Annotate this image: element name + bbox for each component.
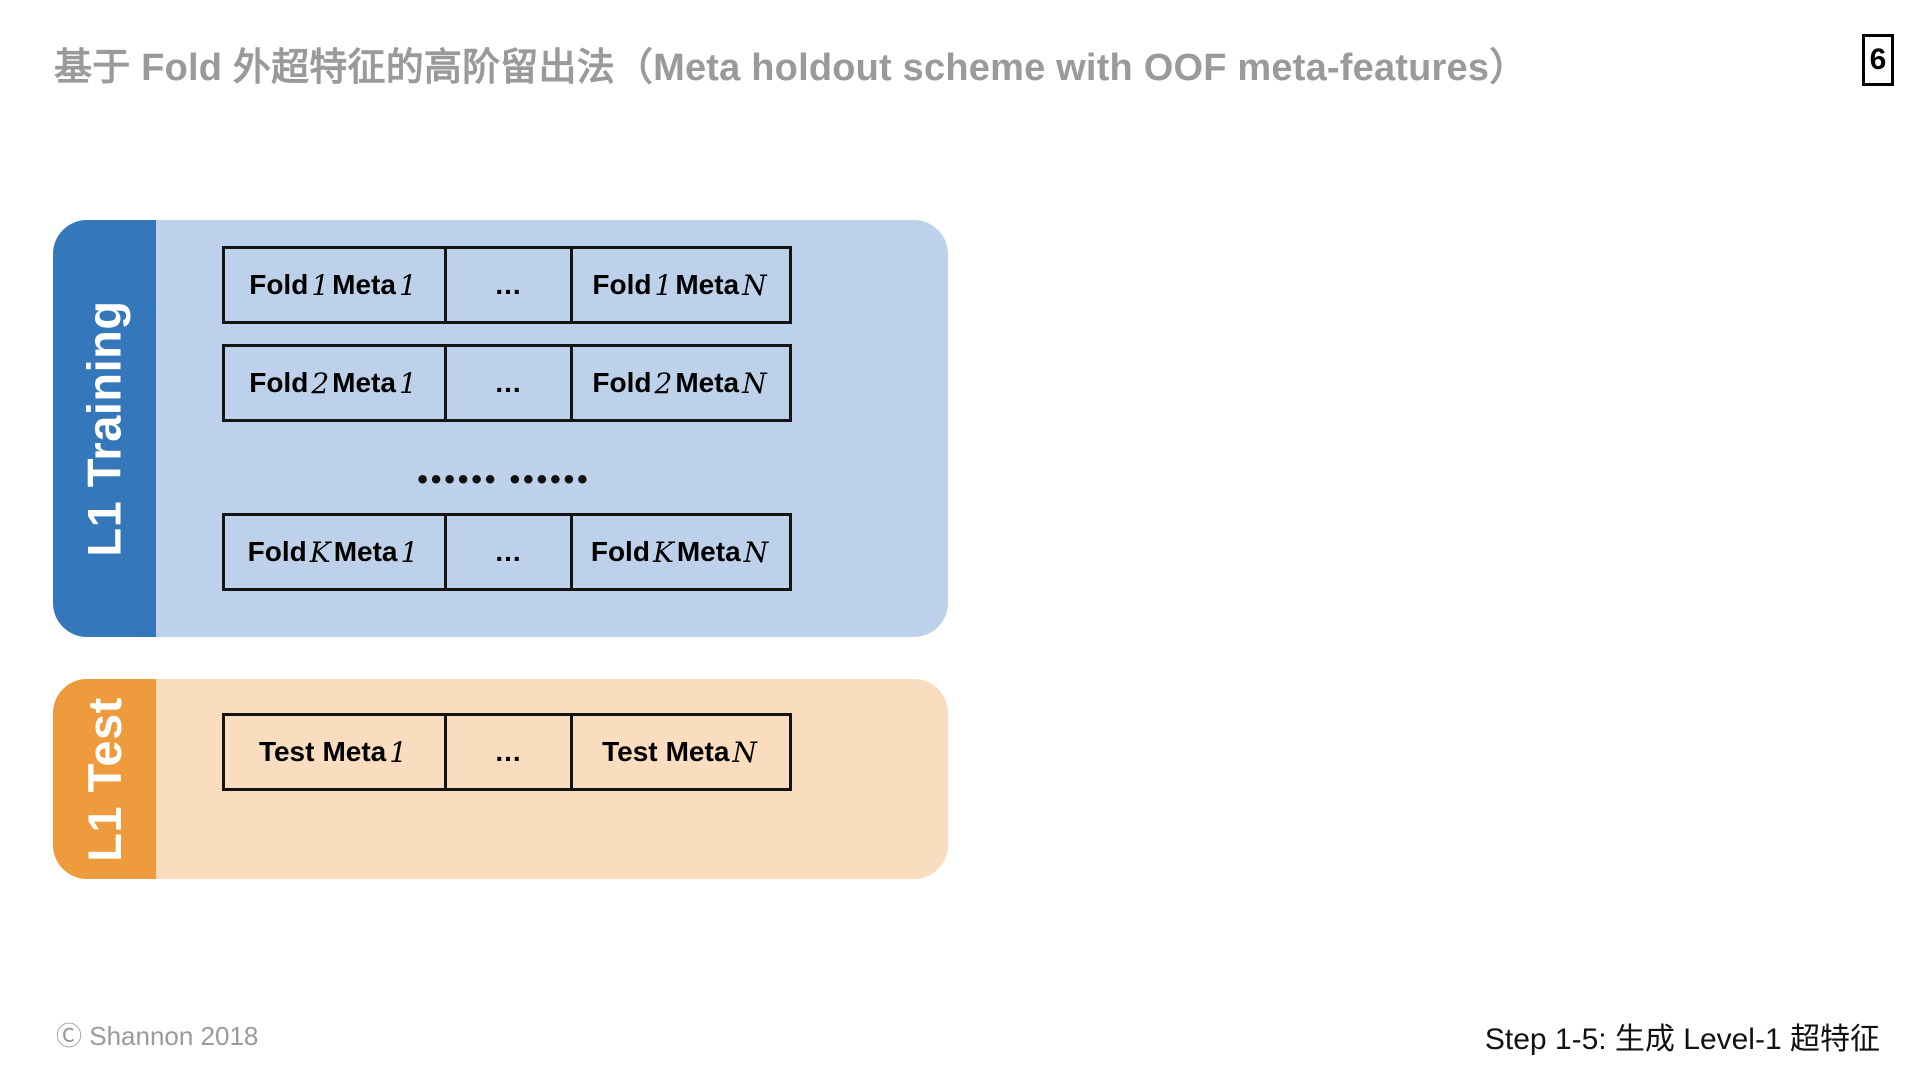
cell-fold-meta-first: Fold K Meta 1 — [225, 516, 444, 588]
cell-ellipsis: ... — [444, 516, 570, 588]
table-row: Test Meta 1 ... Test Meta N — [222, 713, 792, 791]
cell-fold-meta-last: Fold K Meta N — [570, 516, 789, 588]
cell-fold-meta-last: Fold 2 Meta N — [570, 347, 789, 419]
cell-prefix: Fold — [590, 536, 650, 567]
cell-prefix: Fold — [249, 367, 309, 398]
panel-l1-training: L1 Training — [53, 220, 948, 637]
cell-ellipsis: ... — [444, 716, 570, 788]
cell-middle: Meta — [332, 367, 396, 398]
cell-middle: Meta — [675, 269, 740, 300]
cell-ellipsis: ... — [444, 347, 570, 419]
cell-prefix: Fold — [249, 269, 309, 300]
cell-prefix: Test — [258, 736, 315, 767]
cell-middle: Meta — [333, 536, 398, 567]
page-number-badge: 6 — [1862, 34, 1894, 86]
cell-prefix: Test — [602, 736, 658, 767]
cell-middle: Meta — [332, 269, 396, 300]
panel-label-training: L1 Training — [78, 300, 132, 557]
cell-middle: Meta — [322, 736, 387, 767]
cell-prefix: Fold — [592, 269, 652, 300]
footer-step-caption: Step 1-5: 生成 Level-1 超特征 — [1484, 1023, 1880, 1056]
horizontal-ellipsis-icon: ... — [495, 736, 522, 767]
cell-fold-index: 1 — [311, 268, 330, 302]
panel-label-bar-test: L1 Test — [53, 679, 156, 879]
cell-fold-meta-first: Fold 2 Meta 1 — [225, 347, 444, 419]
horizontal-ellipsis-icon: ... — [495, 536, 522, 567]
cell-fold-index: 2 — [311, 366, 330, 400]
vertical-ellipsis-icon: •••••• •••••• — [417, 463, 591, 496]
cell-meta-index: N — [742, 268, 767, 302]
cell-meta-index: 1 — [398, 366, 417, 400]
cell-test-meta-last: Test Meta N — [570, 716, 789, 788]
cell-fold-index: 2 — [654, 366, 673, 400]
cell-fold-index: K — [309, 535, 331, 569]
cell-ellipsis: ... — [444, 249, 570, 321]
cell-middle: Meta — [676, 536, 741, 567]
footer-copyright: Ⓒ Shannon 2018 — [56, 1021, 259, 1051]
horizontal-ellipsis-icon: ... — [495, 367, 522, 398]
cell-middle: Meta — [675, 367, 740, 398]
page-title: 基于 Fold 外超特征的高阶留出法（Meta holdout scheme w… — [54, 47, 1528, 89]
panel-label-test: L1 Test — [78, 696, 131, 862]
cell-meta-index: N — [742, 366, 767, 400]
cell-middle: Meta — [665, 736, 730, 767]
cell-fold-index: K — [652, 535, 674, 569]
panel-label-bar-training: L1 Training — [53, 220, 156, 637]
cell-meta-index: N — [732, 735, 757, 769]
cell-meta-index: N — [743, 535, 769, 569]
panel-l1-test: L1 Test — [53, 679, 948, 879]
table-row: Fold 1 Meta 1 ... Fold 1 Meta N — [222, 246, 792, 324]
cell-meta-index: 1 — [400, 535, 419, 569]
horizontal-ellipsis-icon: ... — [495, 269, 522, 300]
cell-fold-meta-first: Fold 1 Meta 1 — [225, 249, 444, 321]
cell-test-meta-first: Test Meta 1 — [225, 716, 444, 788]
cell-meta-index: 1 — [398, 268, 417, 302]
cell-prefix: Fold — [247, 536, 307, 567]
table-row: Fold 2 Meta 1 ... Fold 2 Meta N — [222, 344, 792, 422]
table-row: Fold K Meta 1 ... Fold K Meta N — [222, 513, 792, 591]
cell-meta-index: 1 — [389, 735, 408, 769]
cell-prefix: Fold — [592, 367, 652, 398]
cell-fold-index: 1 — [654, 268, 673, 302]
cell-fold-meta-last: Fold 1 Meta N — [570, 249, 789, 321]
